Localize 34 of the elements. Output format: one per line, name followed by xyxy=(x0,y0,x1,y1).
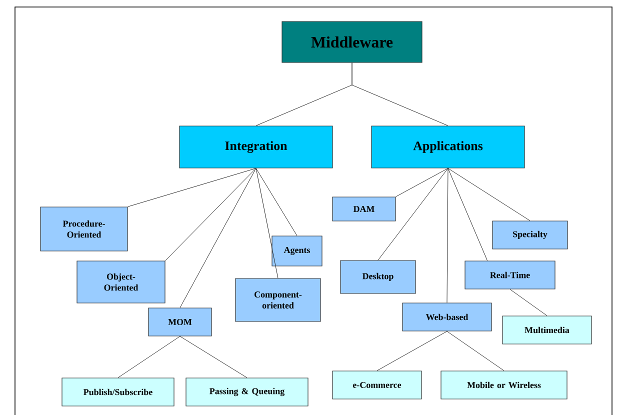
category-box: Integration xyxy=(179,126,333,168)
category-box: Real-Time xyxy=(464,260,556,290)
category-box: Middleware xyxy=(282,21,422,63)
category-box: Multimedia xyxy=(502,316,592,344)
connector-line xyxy=(256,168,298,236)
connector-line xyxy=(448,168,488,261)
connector-line xyxy=(448,168,530,221)
category-box: Object-Oriented xyxy=(76,260,166,304)
connector-line xyxy=(446,331,504,371)
connector-line xyxy=(352,62,448,126)
connector-line xyxy=(256,168,278,278)
category-box: Specialty xyxy=(492,220,568,250)
connector-line xyxy=(128,168,256,207)
category-box: MOM xyxy=(148,308,212,336)
category-box: Component-oriented xyxy=(235,278,321,322)
connector-line xyxy=(180,336,248,378)
connector-line xyxy=(180,168,256,308)
connector-line xyxy=(446,168,448,303)
category-box: Mobile or Wireless xyxy=(440,370,568,400)
connector-line xyxy=(378,168,448,260)
category-box: DAM xyxy=(332,196,396,222)
category-box: Applications xyxy=(371,126,525,168)
connector-line xyxy=(396,168,448,197)
category-box: Web-based xyxy=(402,302,492,332)
category-box: e-Commerce xyxy=(332,370,422,400)
category-box: Passing & Queuing xyxy=(186,378,308,406)
category-box: Publish/Subscribe xyxy=(62,378,174,406)
category-box: Agents xyxy=(272,236,322,266)
category-box: Procedure-Oriented xyxy=(40,206,128,252)
connector-line xyxy=(510,289,548,316)
category-box: Desktop xyxy=(340,260,416,294)
connector-line xyxy=(376,331,448,371)
connector-line xyxy=(118,336,180,378)
connector-line xyxy=(165,168,256,261)
